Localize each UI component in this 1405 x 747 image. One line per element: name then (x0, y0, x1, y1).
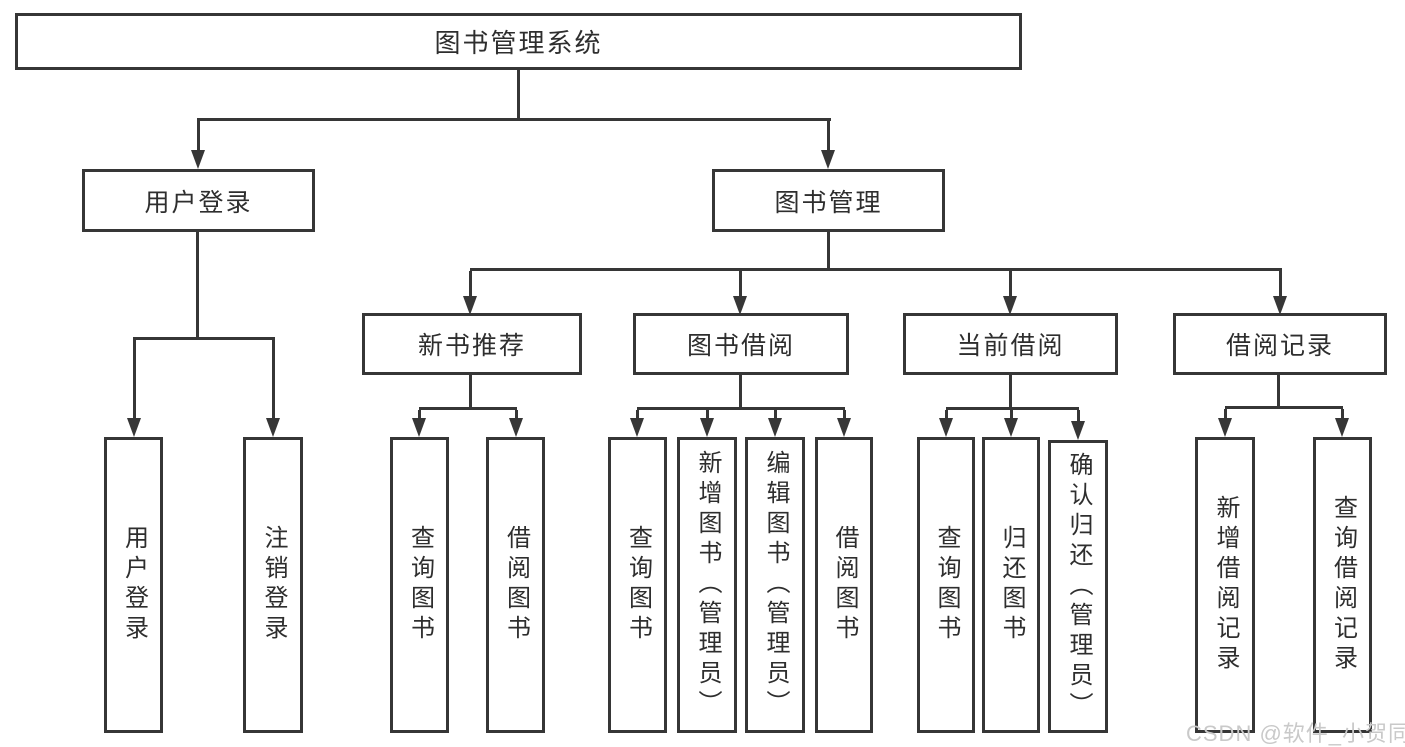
leaf-return-book-label: 归还图书 (998, 525, 1025, 645)
down-arrow-icon (1004, 410, 1018, 437)
down-arrow-icon (509, 410, 523, 437)
leaf-edit-book-admin-label: 编辑图书（管理员） (762, 450, 789, 720)
connector-line (1009, 375, 1012, 407)
leaf-query-borrow-record-label: 查询借阅记录 (1329, 495, 1357, 675)
down-arrow-icon (1335, 409, 1349, 437)
node-library-system-label: 图书管理系统 (434, 28, 603, 58)
leaf-user-login-label: 用户登录 (120, 525, 148, 645)
down-arrow-icon (127, 340, 141, 437)
leaf-recommend-borrow-book-label: 借阅图书 (502, 525, 530, 645)
connector-line (470, 268, 1282, 271)
connector-line (197, 118, 831, 121)
leaf-add-book-admin: 新增图书（管理员） (677, 437, 737, 733)
down-arrow-icon (733, 271, 747, 315)
node-library-system: 图书管理系统 (15, 13, 1022, 70)
down-arrow-icon (939, 410, 953, 437)
connector-line (517, 70, 520, 118)
leaf-edit-book-admin: 编辑图书（管理员） (745, 437, 805, 733)
csdn-watermark: CSDN @软件_小贺同学 (1186, 721, 1405, 746)
node-book-borrow-label: 图书借阅 (686, 332, 795, 360)
node-borrow-records-label: 借阅记录 (1225, 332, 1334, 360)
leaf-current-query-book-label: 查询图书 (933, 525, 960, 645)
node-new-book-recommend-label: 新书推荐 (417, 332, 526, 360)
leaf-confirm-return-admin: 确认归还（管理员） (1048, 440, 1108, 733)
down-arrow-icon (768, 410, 782, 437)
down-arrow-icon (266, 340, 280, 437)
down-arrow-icon (837, 410, 851, 437)
down-arrow-icon (1003, 271, 1017, 315)
down-arrow-icon (821, 121, 835, 169)
down-arrow-icon (630, 410, 644, 437)
leaf-borrow-query-book: 查询图书 (608, 437, 667, 733)
leaf-return-book: 归还图书 (982, 437, 1040, 733)
connector-line (469, 375, 472, 407)
leaf-recommend-query-book-label: 查询图书 (406, 525, 434, 645)
leaf-add-borrow-record: 新增借阅记录 (1195, 437, 1255, 733)
connector-line (827, 232, 830, 268)
down-arrow-icon (191, 121, 205, 169)
down-arrow-icon (412, 410, 426, 437)
node-user-login-label: 用户登录 (144, 188, 253, 217)
connector-line (419, 407, 517, 410)
leaf-query-borrow-record: 查询借阅记录 (1313, 437, 1372, 733)
connector-line (946, 407, 1079, 410)
leaf-logout: 注销登录 (243, 437, 303, 733)
down-arrow-icon (463, 271, 477, 315)
node-book-borrow: 图书借阅 (633, 313, 849, 375)
leaf-add-borrow-record-label: 新增借阅记录 (1212, 495, 1239, 675)
leaf-current-query-book: 查询图书 (917, 437, 975, 733)
node-book-management: 图书管理 (712, 169, 945, 232)
node-new-book-recommend: 新书推荐 (362, 313, 582, 375)
leaf-borrow-query-book-label: 查询图书 (624, 525, 652, 645)
down-arrow-icon (1273, 271, 1287, 315)
connector-line (1225, 406, 1343, 409)
node-current-borrow: 当前借阅 (903, 313, 1118, 375)
node-current-borrow-label: 当前借阅 (956, 332, 1065, 360)
leaf-borrow-book: 借阅图书 (815, 437, 873, 733)
connector-line (637, 407, 845, 410)
down-arrow-icon (1071, 410, 1085, 440)
leaf-confirm-return-admin-label: 确认归还（管理员） (1065, 451, 1092, 722)
connector-line (739, 375, 742, 407)
connector-line (1277, 375, 1280, 406)
leaf-add-book-admin-label: 新增图书（管理员） (694, 450, 721, 720)
connector-line (133, 337, 275, 340)
node-user-login: 用户登录 (82, 169, 315, 232)
connector-line (196, 232, 199, 337)
down-arrow-icon (700, 410, 714, 437)
node-borrow-records: 借阅记录 (1173, 313, 1387, 375)
down-arrow-icon (1218, 409, 1232, 437)
leaf-logout-label: 注销登录 (260, 525, 287, 645)
leaf-recommend-query-book: 查询图书 (390, 437, 449, 733)
node-book-management-label: 图书管理 (774, 188, 883, 217)
leaf-user-login: 用户登录 (104, 437, 163, 733)
leaf-recommend-borrow-book: 借阅图书 (486, 437, 545, 733)
leaf-borrow-book-label: 借阅图书 (831, 525, 858, 645)
